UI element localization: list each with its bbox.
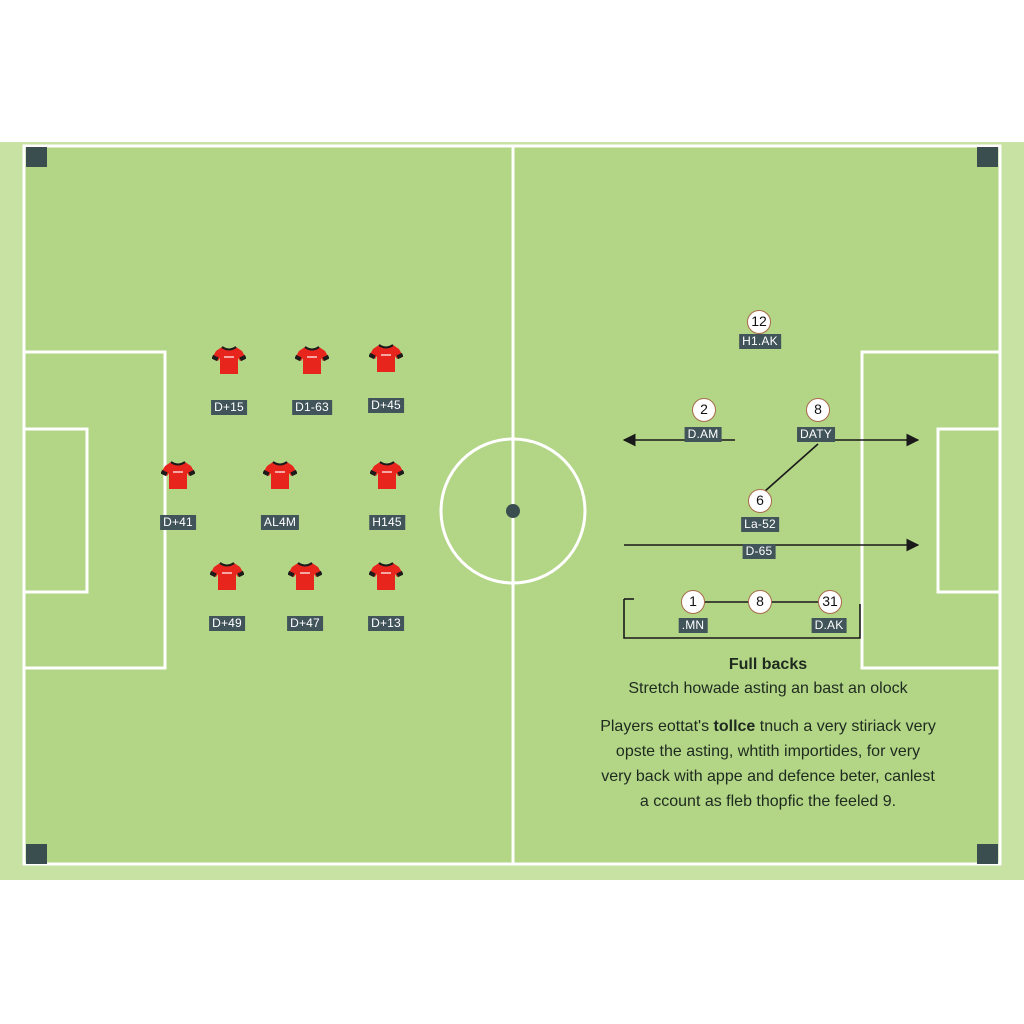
player-number-marker: 2 — [692, 398, 716, 422]
notes-title: Full backs — [728, 656, 808, 673]
marker-label: D.AM — [684, 427, 722, 442]
player-number-marker: 8 — [748, 590, 772, 614]
right-goal-box — [936, 427, 1002, 594]
notes-body-bold: tollce — [713, 718, 756, 735]
player-label: D+47 — [287, 616, 323, 631]
notes-body: Players eottat's tollce tnuch a very sti… — [600, 714, 936, 814]
player-label: AL4M — [260, 515, 300, 530]
marker-label: H1.AK — [739, 334, 781, 349]
pitch-markings — [0, 142, 1024, 880]
player-label: D+13 — [368, 616, 404, 631]
player-label: D1-63 — [292, 400, 332, 415]
player-number-marker: 31 — [818, 590, 842, 614]
bracket-line — [623, 599, 861, 639]
marker-label: DATY — [797, 427, 835, 442]
marker-label: D.AK — [811, 618, 847, 633]
pass-line-8-to-6 — [763, 443, 819, 493]
corner-flag-bottom-left — [26, 844, 47, 864]
player-number-marker: 6 — [748, 489, 772, 513]
shirt-icon — [262, 460, 298, 495]
corner-flag-top-right — [977, 147, 998, 167]
shirt-icon — [211, 345, 247, 380]
corner-flag-top-left — [26, 147, 47, 167]
player-label: D+41 — [160, 515, 196, 530]
center-spot — [506, 504, 520, 518]
marker-label: .MN — [678, 618, 708, 633]
shirt-icon — [160, 460, 196, 495]
marker-label: D-65 — [742, 544, 776, 559]
player-number-marker: 1 — [681, 590, 705, 614]
notes-subtitle: Stretch howade asting an bast an olock — [628, 680, 908, 697]
left-goal-box — [22, 427, 89, 594]
notes-body-start: Players eottat's — [600, 718, 714, 735]
shirt-icon — [369, 460, 405, 495]
shirt-icon — [368, 343, 404, 378]
center-circle — [439, 437, 587, 585]
player-number-marker: 12 — [747, 310, 771, 334]
tactics-notes: Full backs Stretch howade asting an bast… — [600, 656, 936, 814]
shirt-icon — [368, 561, 404, 596]
corner-flag-bottom-right — [977, 844, 998, 864]
player-label: D+15 — [211, 400, 247, 415]
notes-body-end: tnuch a very stiriack very opste the ast… — [601, 718, 936, 810]
player-number-marker: 8 — [806, 398, 830, 422]
shirt-icon — [287, 561, 323, 596]
player-label: D+45 — [368, 398, 404, 413]
shirt-icon — [294, 345, 330, 380]
player-label: D+49 — [209, 616, 245, 631]
player-label: H145 — [369, 515, 405, 530]
shirt-icon — [209, 561, 245, 596]
marker-label: La-52 — [741, 517, 779, 532]
